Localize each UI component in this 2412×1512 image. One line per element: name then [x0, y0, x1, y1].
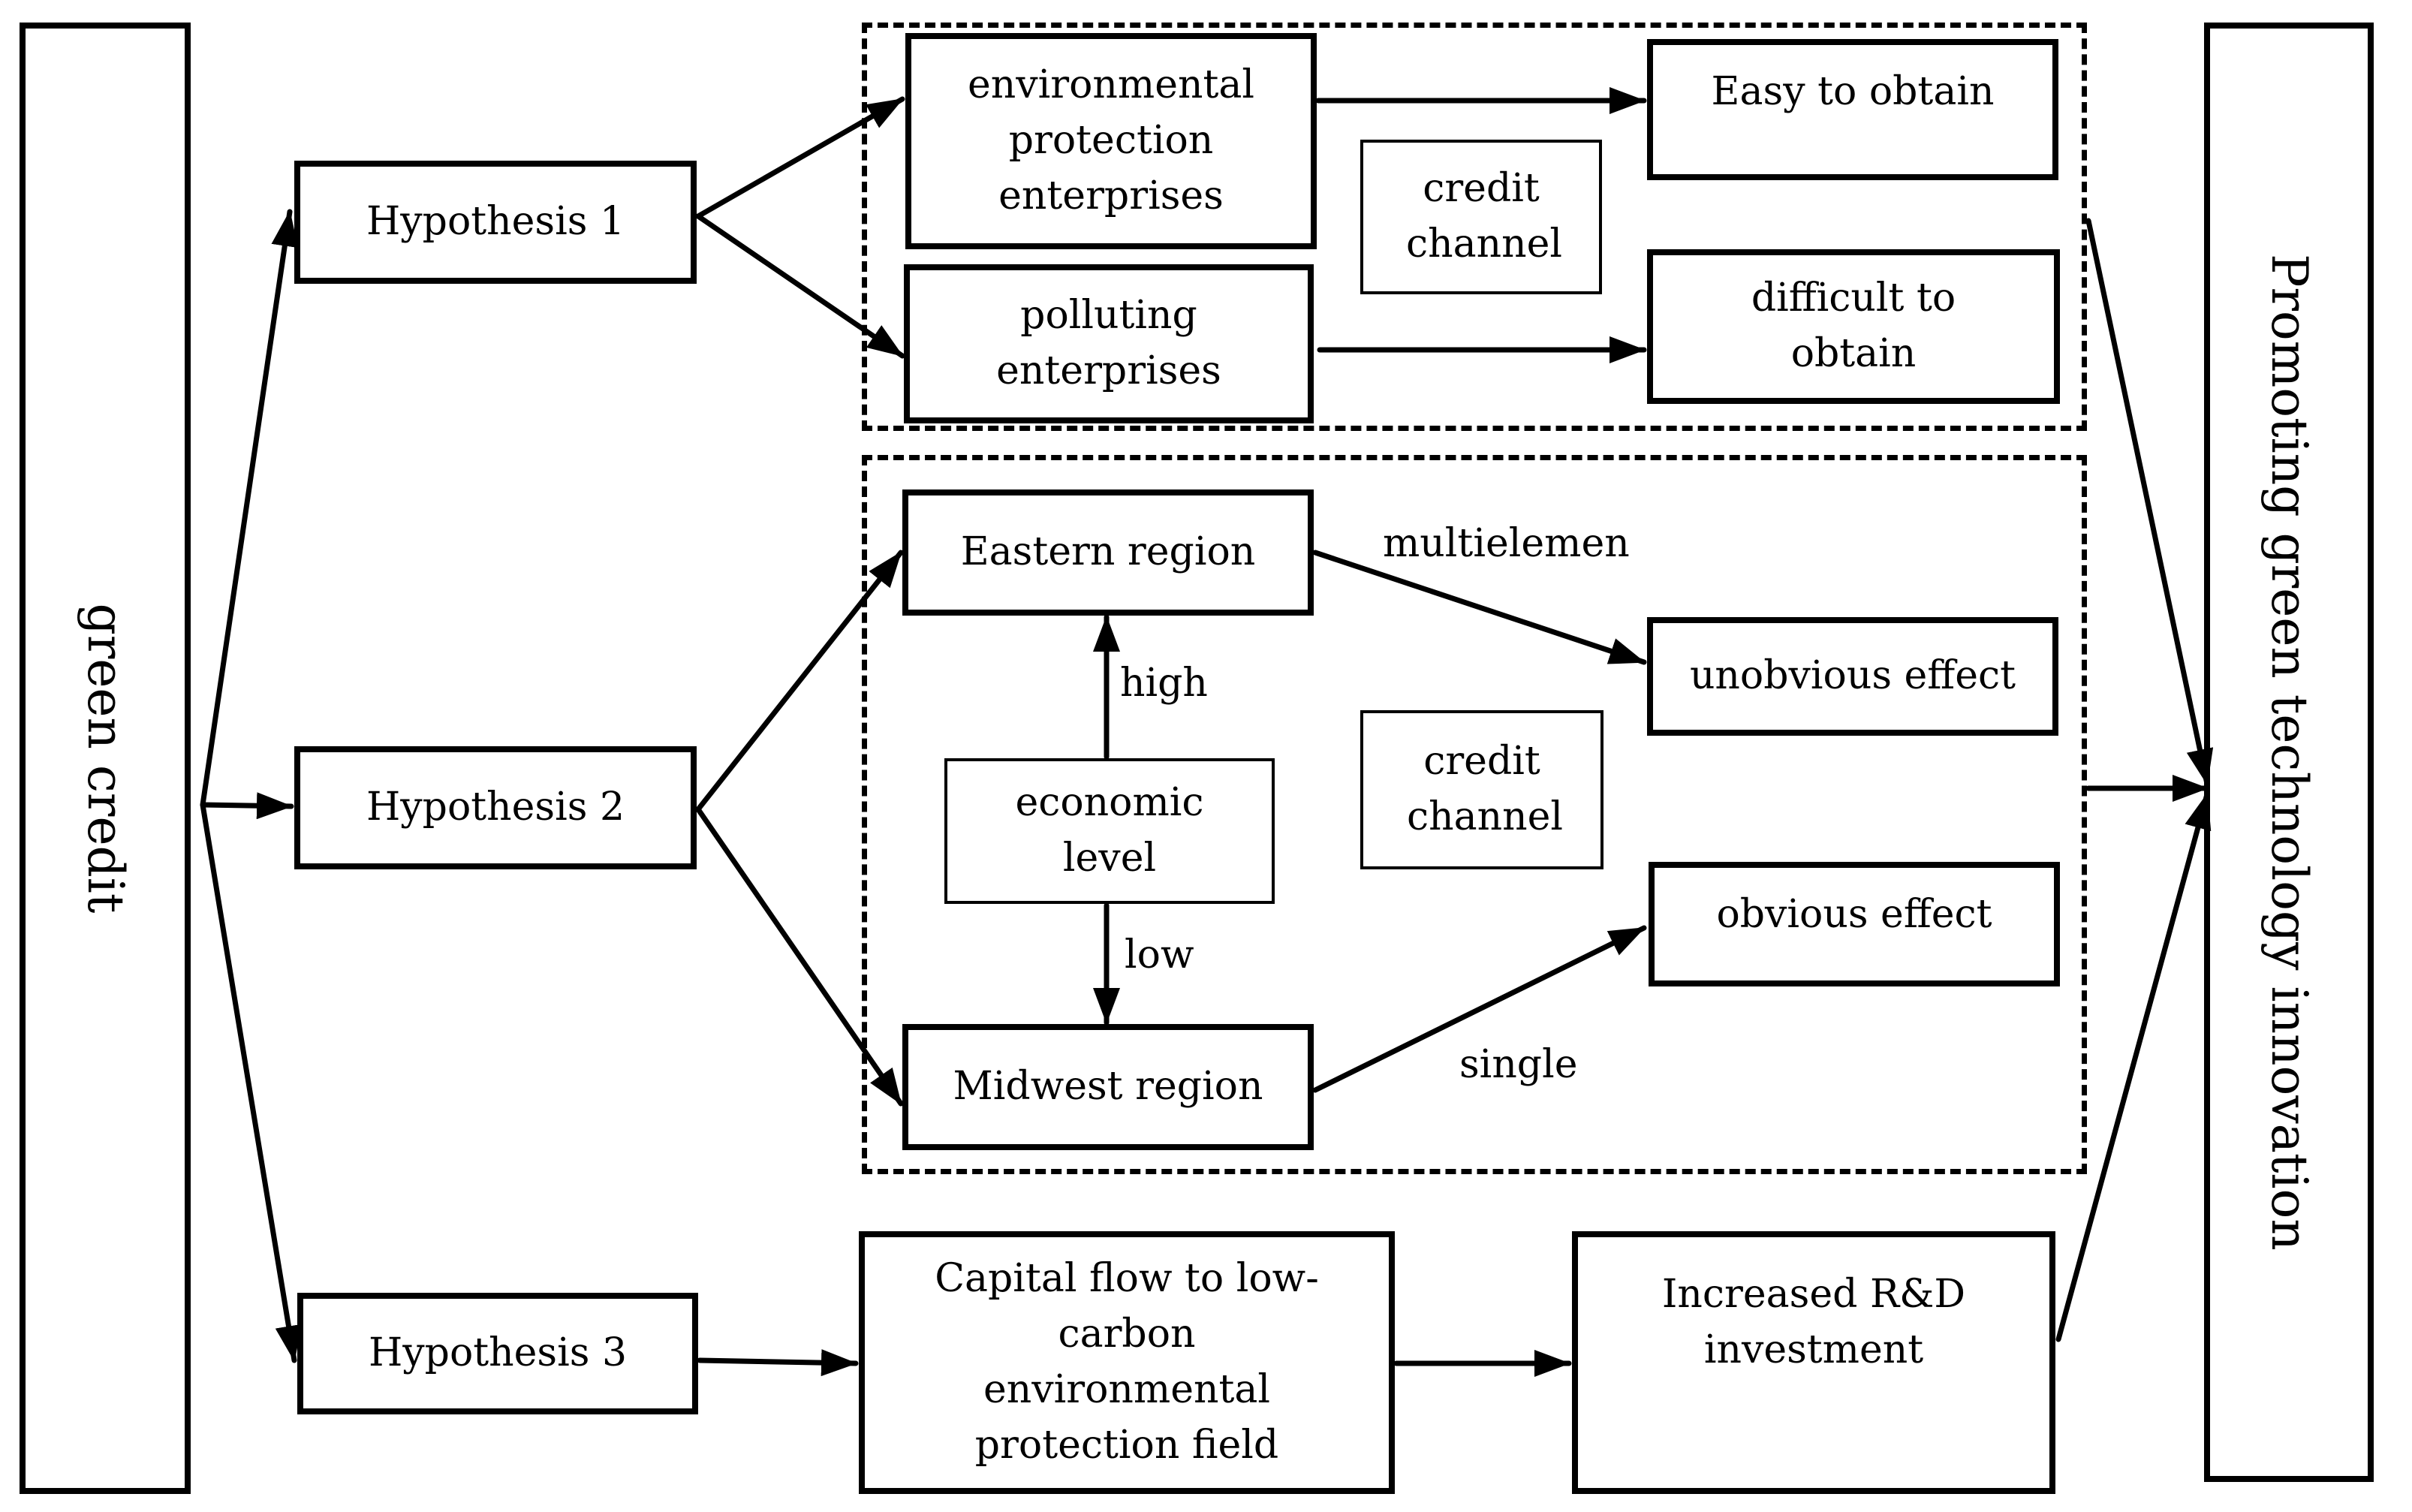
arrow-credit-to-h3 — [200, 802, 303, 1363]
arrow-rd-to-innovation — [2055, 791, 2212, 1342]
midwest-region-box: Midwest region — [902, 1024, 1314, 1150]
easy-to-obtain-label: Easy to obtain — [1711, 69, 1995, 114]
arrow-h2-to-eastern — [695, 550, 904, 812]
arrow-credit-to-h1 — [200, 209, 299, 808]
credit-channel-label-2: credit channel — [1407, 739, 1563, 839]
arrow-h2-to-midwest — [695, 806, 904, 1107]
unobvious-effect-box: unobvious effect — [1647, 617, 2058, 736]
eastern-region-label: Eastern region — [960, 529, 1256, 575]
enterprise-type-group — [862, 23, 2087, 431]
arrow-h1-to-environmental — [695, 96, 905, 219]
hypothesis-1-box: Hypothesis 1 — [294, 161, 697, 284]
credit-channel-box-2: credit channel — [1360, 710, 1603, 869]
environmental-protection-enterprises-box: environmental protection enterprises — [905, 33, 1317, 249]
hypothesis-2-label: Hypothesis 2 — [366, 785, 625, 830]
multielement-label: multielemen — [1383, 521, 1630, 566]
low-label: low — [1125, 932, 1194, 977]
arrow-h1-to-polluting — [695, 213, 905, 359]
rd-investment-box: Increased R&D investment — [1572, 1231, 2055, 1494]
economic-level-label: economic level — [1015, 780, 1204, 881]
hypothesis-2-box: Hypothesis 2 — [294, 746, 697, 869]
arrow-group1-to-innovation — [2085, 218, 2214, 787]
eastern-region-box: Eastern region — [902, 489, 1314, 616]
arrow-eastern-to-unobvious — [1312, 550, 1647, 665]
hypothesis-1-label: Hypothesis 1 — [366, 199, 625, 245]
credit-channel-box-1: credit channel — [1360, 140, 1602, 294]
arrow-credit-to-h2 — [200, 792, 294, 820]
capital-flow-label: Capital flow to low-carbon environmental… — [935, 1256, 1319, 1468]
difficult-to-obtain-box: difficult to obtain — [1647, 249, 2060, 404]
midwest-region-label: Midwest region — [953, 1064, 1263, 1110]
environmental-protection-enterprises-label: environmental protection enterprises — [967, 62, 1255, 218]
polluting-enterprises-box: polluting enterprises — [904, 264, 1314, 423]
unobvious-effect-label: unobvious effect — [1689, 653, 2016, 699]
regional-group — [862, 455, 2087, 1174]
high-label: high — [1120, 661, 1208, 706]
arrow-h3-to-capital — [697, 1349, 859, 1377]
hypothesis-3-label: Hypothesis 3 — [368, 1330, 628, 1376]
credit-channel-label-1: credit channel — [1406, 166, 1562, 267]
arrow-midwest-to-obvious — [1312, 925, 1647, 1093]
difficult-to-obtain-label: difficult to obtain — [1751, 276, 1956, 376]
obvious-effect-label: obvious effect — [1716, 892, 1992, 937]
obvious-effect-box: obvious effect — [1649, 862, 2060, 986]
economic-level-box: economic level — [944, 758, 1275, 904]
green-credit-box: green credit — [20, 23, 191, 1494]
rd-investment-label: Increased R&D investment — [1661, 1272, 1966, 1372]
easy-to-obtain-box: Easy to obtain — [1647, 39, 2058, 180]
capital-flow-box: Capital flow to low-carbon environmental… — [859, 1231, 1395, 1494]
single-label: single — [1459, 1042, 1578, 1087]
polluting-enterprises-label: polluting enterprises — [996, 293, 1221, 393]
